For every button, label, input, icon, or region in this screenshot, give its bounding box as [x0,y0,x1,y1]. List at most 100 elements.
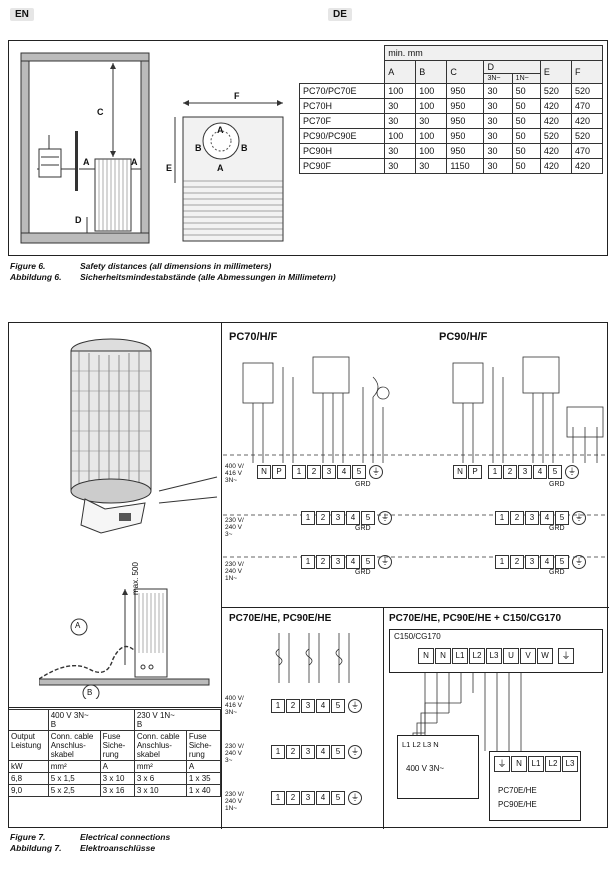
col-header-c: C [446,60,485,84]
table-cell-c: 950 [446,113,485,129]
cable-u-a-230: A [185,760,222,773]
table-cell-f: 520 [570,128,604,144]
ground-icon: ⏚ [572,511,586,525]
terminal: 5 [555,555,569,569]
table-cell-f: 420 [570,158,604,174]
terminal: N [453,465,467,479]
figure-6-text-de: Sicherheitsmindestabstände (alle Abmessu… [80,272,336,282]
heater-terminal: N [511,756,527,772]
table-cell-e: 520 [539,83,572,99]
figure-7-number-de: Abbildung 7. [10,843,62,853]
volt-label-400-top: 400 V/ 416 V 3N~ [225,463,244,484]
lang-tag-de: DE [328,8,352,21]
table-cell-a: 30 [384,113,417,129]
heater-cylinder-drawing [70,338,218,534]
terminal: 5 [331,745,345,759]
terminal: 3 [518,465,532,479]
cable-cell-c230: 3 x 10 [133,784,187,797]
ground-icon: ⏚ [378,511,392,525]
ground-icon: ⏚ [558,648,574,664]
table-cell-b: 100 [415,83,448,99]
table-cell-c: 950 [446,143,485,159]
terminal: 3 [331,511,345,525]
cable-cell-c400: 5 x 2,5 [47,784,101,797]
circle-a-label: A [75,621,81,630]
ground-icon: ⏚ [494,756,510,772]
cable-cell-c230: 3 x 6 [133,772,187,785]
table-cell-b: 100 [415,128,448,144]
grd-label: GRD [355,569,371,576]
terminal: 5 [555,511,569,525]
terminal: 1 [301,511,315,525]
cable-cell-kw: 6,8 [9,772,49,785]
table-cell-b: 100 [415,143,448,159]
terminal: 4 [316,699,330,713]
table-cell-a: 30 [384,158,417,174]
he-diagram-title: PC70E/HE, PC90E/HE [229,613,332,624]
heater-model-1: PC70E/HE [498,786,537,795]
terminal: 2 [316,555,330,569]
table-cell-f: 520 [570,83,604,99]
sauna-top-view-drawing [174,100,284,242]
heater-install-drawing [39,588,210,699]
c150-wiring-drawing [412,673,522,753]
table-cell-b: 100 [415,98,448,114]
c150-diagram-title: PC70E/HE, PC90E/HE + C150/CG170 [389,613,562,624]
table-cell-e: 420 [539,113,572,129]
wiring-diagram-top [223,356,607,558]
table-cell-a: 30 [384,98,417,114]
supply-volt: 400 V 3N~ [406,764,445,773]
table-cell-d1n: 50 [511,143,541,159]
dim-label-b-left: B [195,143,202,153]
terminal: 4 [316,791,330,805]
cable-cell-f230: 1 x 40 [185,784,222,797]
cable-table: 400 V 3N~B 230 V 1N~B Output Leistung Co… [9,709,222,797]
table-cell-e: 420 [539,98,572,114]
volt-label-230-3-bottom: 230 V/ 240 V 3~ [225,743,244,764]
figure-6-frame: C A A D F B B E A A min. mm A B C D 3N~ [8,40,608,256]
table-cell-e: 420 [539,158,572,174]
terminal: 2 [286,699,300,713]
cable-cell-f400: 3 x 10 [99,772,135,785]
circle-b-label: B [87,688,93,697]
col-header-a: A [384,60,417,84]
table-cell-a: 30 [384,143,417,159]
dim-label-a-right: A [131,157,138,167]
table-cell-d3n: 30 [483,98,513,114]
terminal: P [468,465,482,479]
heater-model-2: PC90E/HE [498,800,537,809]
figure-7-number-en: Figure 7. [10,832,46,842]
table-cell-a: 100 [384,128,417,144]
volt-label-400-bottom: 400 V/ 416 V 3N~ [225,695,244,716]
cable-h-conn-400: Conn. cable Anschlus- skabel [47,730,101,761]
terminal: 2 [510,555,524,569]
table-cell-d1n: 50 [511,113,541,129]
dim-label-c: C [97,107,104,117]
pc70-diagram-title: PC70/H/F [229,331,278,343]
dim-label-e: E [166,163,173,173]
cable-cell-c400: 5 x 1,5 [47,772,101,785]
terminal: P [272,465,286,479]
volt-label-230-1-bottom: 230 V/ 240 V 1N~ [225,791,244,812]
terminal: 1 [271,791,285,805]
table-cell-d3n: 30 [483,143,513,159]
grd-label: GRD [549,525,565,532]
table-cell-b: 30 [415,158,448,174]
grd-label: GRD [549,481,565,488]
volt-label-230-1-top: 230 V/ 240 V 1N~ [225,561,244,582]
ground-icon: ⏚ [348,791,362,805]
figure-6-number-en: Figure 6. [10,261,46,271]
cable-u-kw: kW [9,760,49,773]
terminal: 4 [533,465,547,479]
terminal: 2 [286,791,300,805]
col-header-b: B [415,60,448,84]
cable-u-a-400: A [99,760,135,773]
grd-label: GRD [355,525,371,532]
terminal: 5 [548,465,562,479]
dim-label-d: D [75,215,82,225]
